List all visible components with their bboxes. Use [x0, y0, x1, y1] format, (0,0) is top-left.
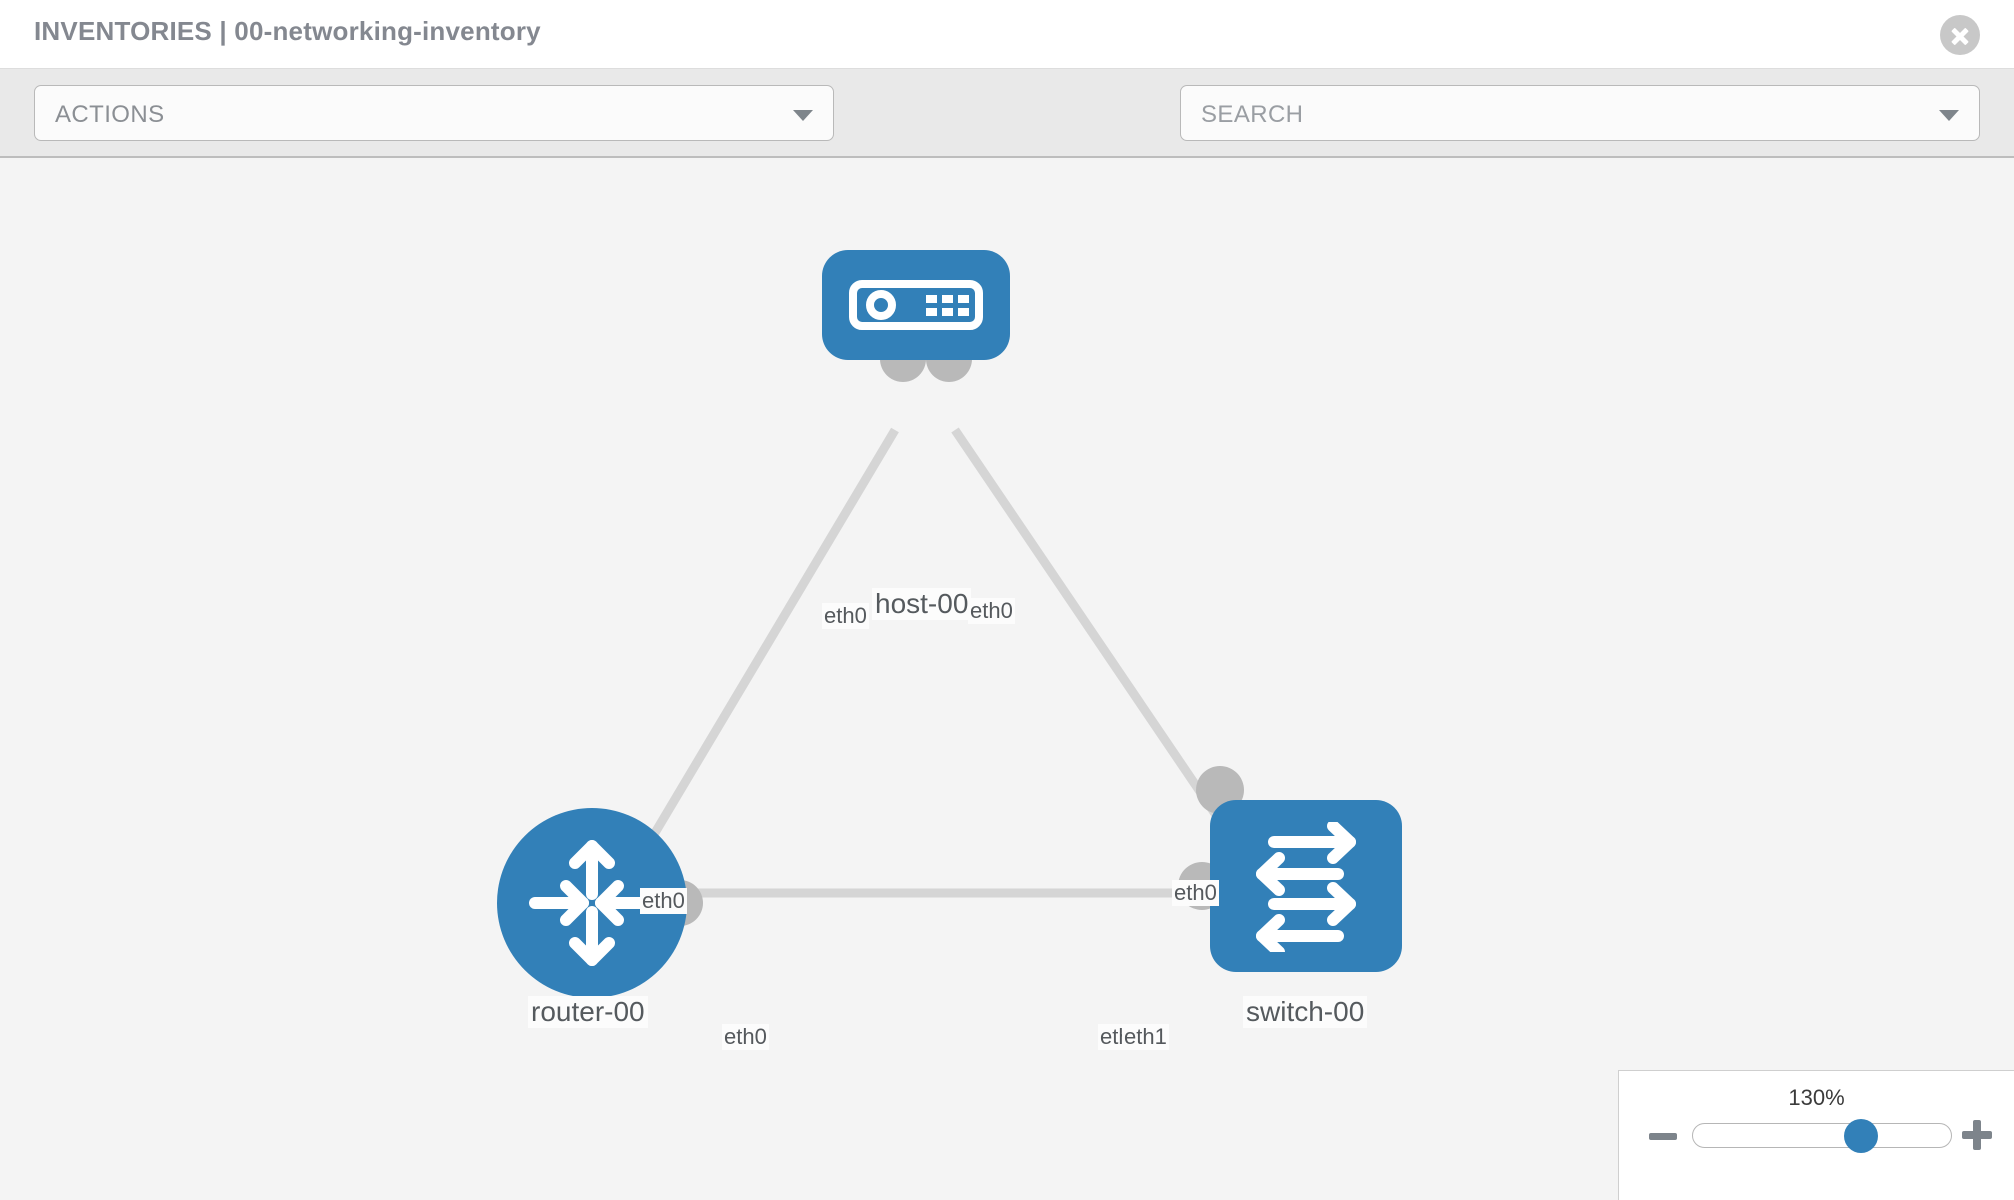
chevron-down-icon — [793, 110, 813, 121]
switch-arrows-icon — [1256, 822, 1356, 952]
router-node-label: router-00 — [528, 996, 648, 1028]
zoom-slider-track[interactable] — [1692, 1123, 1952, 1148]
switch-port-label-eth1-left: eth1 — [1122, 1024, 1169, 1050]
chevron-down-icon — [1939, 110, 1959, 121]
zoom-level-value: 130% — [1788, 1085, 1845, 1110]
toolbar: ACTIONS SEARCH — [0, 68, 2014, 198]
actions-dropdown-label: ACTIONS — [55, 101, 165, 128]
search-placeholder: SEARCH — [1201, 101, 1304, 128]
switch-node-shape — [1210, 800, 1402, 972]
header-bar: INVENTORIES | 00-networking-inventory — [0, 0, 2014, 68]
zoom-slider-thumb[interactable] — [1844, 1119, 1878, 1153]
router-port-label-eth0-top: eth0 — [640, 888, 687, 914]
close-icon[interactable] — [1940, 15, 1980, 55]
router-port-label-eth0-right: eth0 — [722, 1024, 769, 1050]
switch-port-label-eth0-top: eth0 — [1172, 880, 1219, 906]
node-host-00[interactable] — [822, 250, 1010, 382]
page-title: INVENTORIES | 00-networking-inventory — [34, 16, 541, 46]
search-input[interactable]: SEARCH — [1180, 85, 1980, 141]
switch-node-label: switch-00 — [1243, 996, 1368, 1028]
host-node-label: host-00 — [872, 588, 972, 620]
actions-dropdown[interactable]: ACTIONS — [34, 85, 834, 141]
host-port-label-eth0-left: eth0 — [822, 603, 869, 629]
zoom-control: 130% — [1618, 1070, 2014, 1200]
topology-graph: eth0 host-00 eth0 — [0, 158, 2014, 1200]
zoom-out-button[interactable] — [1649, 1133, 1677, 1140]
link-host-router — [636, 427, 899, 861]
server-appliance-icon — [849, 280, 983, 330]
zoom-in-button[interactable] — [1962, 1120, 1992, 1150]
topology-canvas[interactable]: eth0 host-00 eth0 — [0, 158, 2014, 1200]
node-router-00[interactable] — [497, 808, 703, 998]
router-four-arrows-icon — [529, 840, 655, 966]
node-switch-00[interactable] — [1178, 766, 1402, 972]
host-port-label-eth0-right: eth0 — [968, 598, 1015, 624]
